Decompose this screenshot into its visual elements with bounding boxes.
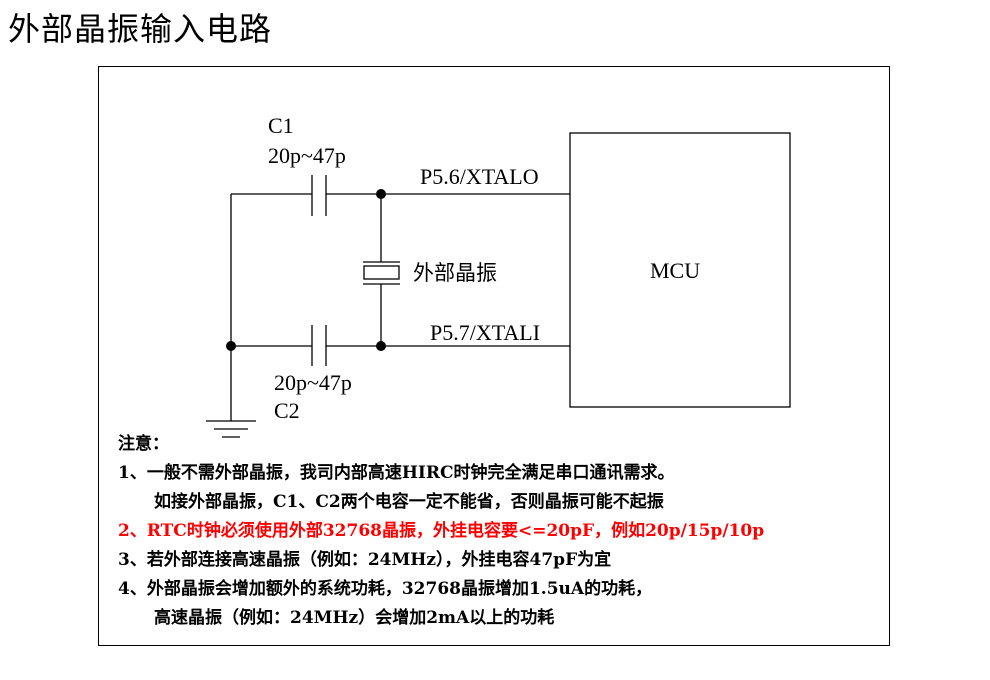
note-item-3: 3、若外部连接高速晶振（例如：24MHz），外挂电容47pF为宜 xyxy=(118,550,612,570)
junction-dot xyxy=(226,341,236,351)
note-item-2-warning: 2、RTC时钟必须使用外部32768晶振，外挂电容要<=20pF，例如20p/1… xyxy=(118,521,765,541)
c2-name-label: C2 xyxy=(274,398,300,423)
pin-xtali-label: P5.7/XTALI xyxy=(430,320,541,345)
page-title: 外部晶振输入电路 xyxy=(8,10,273,48)
capacitor-c1-symbol xyxy=(311,175,327,216)
notes-block: 注意： 1、一般不需外部晶振，我司内部高速HIRC时钟完全满足串口通讯需求。 如… xyxy=(118,430,764,633)
capacitor-c2-symbol xyxy=(311,325,327,366)
diagram-frame xyxy=(98,66,890,646)
c2-value-label: 20p~47p xyxy=(274,370,352,395)
junction-dot xyxy=(376,341,386,351)
note-item-4: 4、外部晶振会增加额外的系统功耗，32768晶振增加1.5uA的功耗， xyxy=(118,579,653,599)
crystal-label: 外部晶振 xyxy=(413,261,497,285)
ground-symbol xyxy=(206,420,256,438)
note-item-1: 1、一般不需外部晶振，我司内部高速HIRC时钟完全满足串口通讯需求。 xyxy=(118,463,675,483)
mcu-block xyxy=(569,132,791,408)
pin-xtalo-label: P5.6/XTALO xyxy=(420,164,539,189)
notes-heading: 注意： xyxy=(118,434,169,454)
crystal-symbol xyxy=(363,261,400,285)
junction-dot xyxy=(376,189,386,199)
mcu-label: MCU xyxy=(650,258,701,283)
c1-name-label: C1 xyxy=(268,113,294,138)
junction-dots xyxy=(226,189,386,351)
c1-value-label: 20p~47p xyxy=(268,143,346,168)
note-item-1-continued: 如接外部晶振，C1、C2两个电容一定不能省，否则晶振可能不起振 xyxy=(154,492,664,512)
note-item-4-continued: 高速晶振（例如：24MHz）会增加2mA以上的功耗 xyxy=(154,608,555,628)
